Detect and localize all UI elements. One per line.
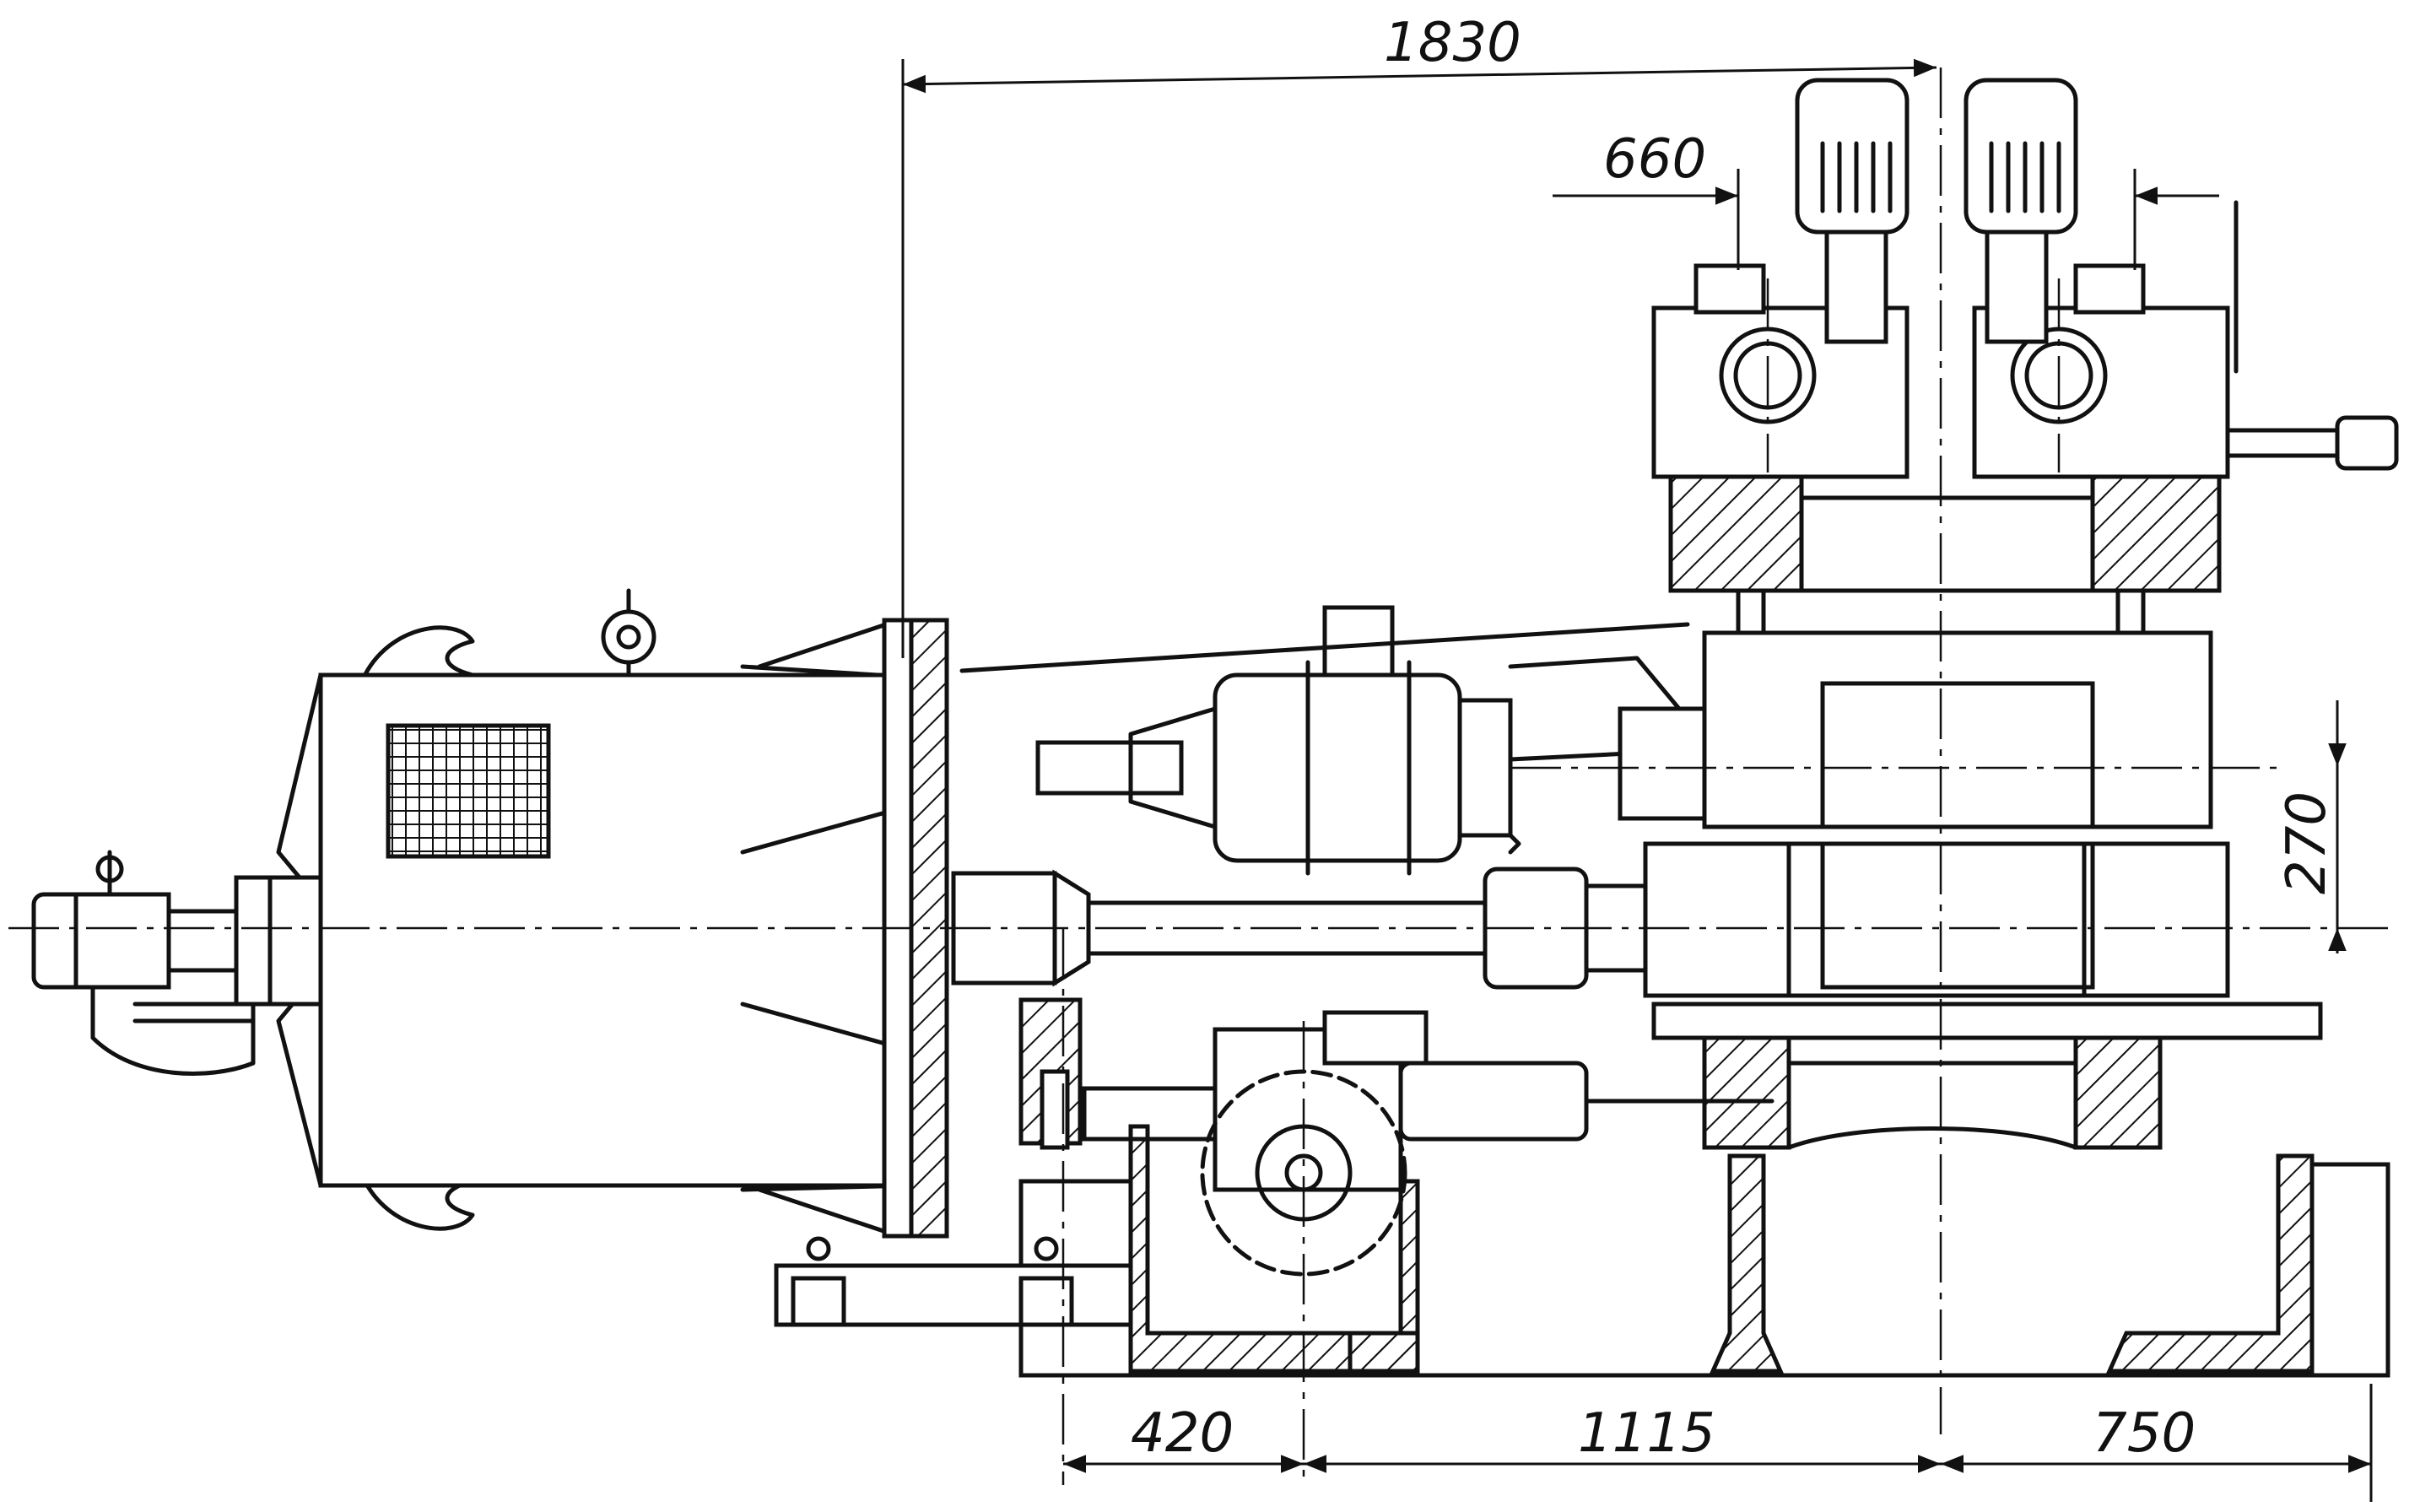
center-lines xyxy=(8,68,2388,1485)
base-frame xyxy=(774,1124,2390,1378)
dim-420: 420 xyxy=(1131,1402,1234,1465)
auxiliary-motor xyxy=(31,850,323,1076)
dim-1830: 1830 xyxy=(1384,12,1521,74)
dim-270: 270 xyxy=(2276,791,2338,894)
main-motor xyxy=(276,588,949,1239)
motor-vent-grille xyxy=(386,723,551,859)
dim-750: 750 xyxy=(2093,1402,2196,1465)
dim-1115: 1115 xyxy=(1578,1402,1715,1465)
dim-660: 660 xyxy=(1603,128,1706,191)
dimensions: 1830 660 270 420 1115 750 xyxy=(901,12,2373,1502)
rolling-stand xyxy=(1618,78,2399,1150)
upper-drive-unit xyxy=(959,605,1690,876)
